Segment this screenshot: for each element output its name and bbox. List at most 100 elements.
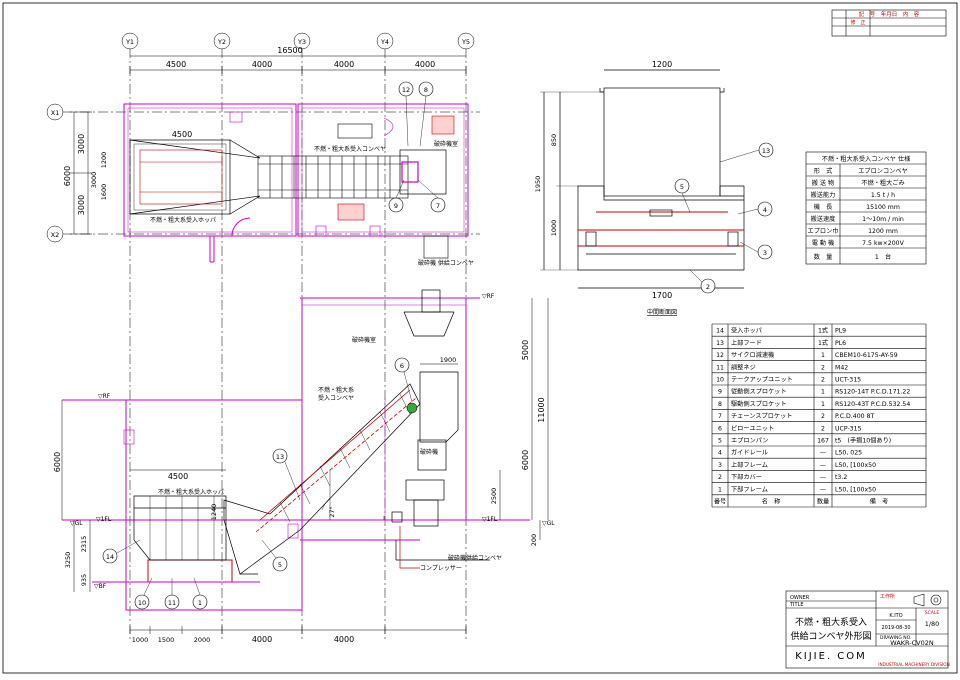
dim-section-bottom-3: 2000 <box>194 636 211 644</box>
parts-row-note: L50, [100x50 <box>835 462 876 469</box>
section-compressor-piping <box>383 511 420 569</box>
axis-label-x2: X2 <box>51 231 60 239</box>
spec-row-3-key: 搬送能力 <box>811 191 836 199</box>
parts-row-name: テークアップユニット <box>731 377 793 384</box>
spec-row-5-key: 搬送速度 <box>811 215 836 223</box>
parts-row-qty: — <box>820 462 826 469</box>
parts-row-number: 10 <box>716 377 724 384</box>
plan-building-walls <box>123 103 469 263</box>
title-key: TITLE <box>789 602 804 608</box>
parts-row-note: t5 (手摺10個あり) <box>835 437 891 445</box>
cross-section <box>540 69 745 289</box>
spec-row-7-key: 電 動 機 <box>812 239 835 247</box>
parts-row-note: RS120-43T P.C.D.532.54 <box>835 401 910 408</box>
parts-row-note: UCT-315 <box>835 377 861 384</box>
plan-dimension-lines <box>70 55 467 235</box>
spec-row-6-val: 1200 mm <box>868 228 898 235</box>
balloon-leaders <box>116 95 760 596</box>
title-company-note: INDUSTRIAL MACHINERY DIVISION <box>878 662 949 667</box>
grid-axes <box>46 32 480 640</box>
section-building <box>62 297 530 611</box>
parts-row-name: 上部フレーム <box>731 461 768 469</box>
title-drawing-no-key: DRAWING NO. <box>880 635 911 641</box>
spec-row-5-val: 1～10m / min <box>862 216 904 223</box>
plan-hopper-redline <box>139 149 223 205</box>
parts-row-note: CBEM10-6175-AY-59 <box>835 352 898 359</box>
spec-row-7-val: 7.5 kw×200V <box>862 240 904 247</box>
spec-row-1-val: エプロンコンベヤ <box>858 168 908 175</box>
axis-label-y3: Y3 <box>297 38 306 46</box>
parts-row-number: 9 <box>718 389 722 396</box>
level-fl-right: ▽1FL <box>482 516 498 523</box>
parts-row-number: 5 <box>718 438 722 445</box>
parts-row-name: 調整ネジ <box>731 363 756 371</box>
cross-section-title: 中間断面図 <box>647 308 677 316</box>
title-tag: 工作所 <box>880 593 895 600</box>
parts-row-number: 1 <box>718 486 722 493</box>
parts-row-name: サイクロ減速機 <box>731 351 774 359</box>
section-label-shredder-feed: 破砕機供給コンベヤ <box>448 554 502 562</box>
parts-row-note: L50, [100x50 <box>835 486 876 493</box>
title-line-1: 不燃・粗大系受入 <box>795 616 867 628</box>
parts-row-name: 駆動側スプロケット <box>731 400 787 408</box>
dim-section-angle: 27° <box>328 506 336 518</box>
dim-section-11000: 11000 <box>537 397 546 422</box>
dim-plan-inner-1600: 1600 <box>100 184 108 201</box>
level-rf-right: ▽RF <box>482 293 495 300</box>
spec-row-8-val: 1 台 <box>875 253 891 261</box>
balloon-2: 2 <box>706 283 710 291</box>
level-gl-left: ▽GL <box>70 520 83 527</box>
axis-label-x1: X1 <box>51 109 60 117</box>
parts-row-note: L50, 025 <box>835 450 862 457</box>
parts-row-name: 従動側スプロケット <box>731 388 787 396</box>
parts-header-note: 備 考 <box>870 498 889 506</box>
parts-table <box>711 323 927 508</box>
dim-plan-left-part-1: 3000 <box>77 134 86 154</box>
balloon-numbers: 12 8 9 7 13 5 4 3 2 6 13 14 5 10 11 1 <box>106 86 770 607</box>
parts-row-name: エプロンパン <box>731 438 768 445</box>
parts-row-qty: 1式 <box>818 339 828 347</box>
section-label-hopper: 不燃・粗大系受入ホッパ <box>158 488 224 496</box>
parts-row-qty: 1式 <box>818 327 828 335</box>
level-bf: ▽BF <box>94 583 107 590</box>
spec-row-4-val: 15100 mm <box>866 204 900 211</box>
parts-row-name: ピローユニット <box>731 425 774 432</box>
plan-hopper <box>129 139 261 215</box>
level-rf-left: ▽RF <box>98 393 111 400</box>
axis-label-y1: Y1 <box>125 38 134 46</box>
balloon-group <box>102 81 774 610</box>
parts-row-note: RS120-14T P.C.D.171.22 <box>835 389 910 396</box>
cross-dim-1950: 1950 <box>534 176 542 193</box>
parts-row-number: 14 <box>716 328 724 335</box>
spec-table-title: 不燃・粗大系受入コンベヤ 仕様 <box>822 155 911 163</box>
parts-row-qty: 1 <box>821 389 825 396</box>
section-hopper <box>133 495 227 561</box>
title-drawing-no: WAKR-CV02N <box>890 639 934 647</box>
dim-section-935: 935 <box>80 574 88 586</box>
cross-dim-1000: 1000 <box>550 220 558 237</box>
section-label-conveyor-1: 不燃・粗大系 <box>318 386 354 394</box>
parts-row-number: 13 <box>716 340 724 347</box>
title-company: KIJIE. COM <box>795 651 867 662</box>
plan-label-conveyor: 不燃・粗大系受入コンベヤ <box>314 145 386 153</box>
section-label-conveyor-2: 受入コンベヤ <box>318 394 354 402</box>
balloon-10: 10 <box>138 599 146 607</box>
revision-block <box>831 9 947 37</box>
cross-dim-1200: 1200 <box>652 60 672 69</box>
grid-axis-labels: Y1 Y2 Y3 Y4 Y5 X1 X2 <box>51 38 470 239</box>
parts-row-number: 12 <box>716 352 724 359</box>
title-line-2: 供給コンベヤ外形図 <box>790 630 871 642</box>
section-shredder <box>395 289 490 561</box>
balloon-6: 6 <box>400 362 404 370</box>
dim-plan-hopper-width: 4500 <box>172 130 192 139</box>
parts-row-qty: — <box>820 474 826 481</box>
spec-row-8-key: 数 量 <box>814 253 833 261</box>
parts-row-number: 8 <box>718 401 722 408</box>
parts-row-name: 下部フレーム <box>731 485 768 493</box>
dim-section-bottom-5: 4000 <box>334 635 354 644</box>
parts-row-name: 上部フード <box>731 339 762 347</box>
plan-label-hopper: 不燃・粗大系受入ホッパ <box>150 216 216 224</box>
axis-label-y4: Y4 <box>380 38 389 46</box>
parts-row-note: PL6 <box>835 340 846 347</box>
